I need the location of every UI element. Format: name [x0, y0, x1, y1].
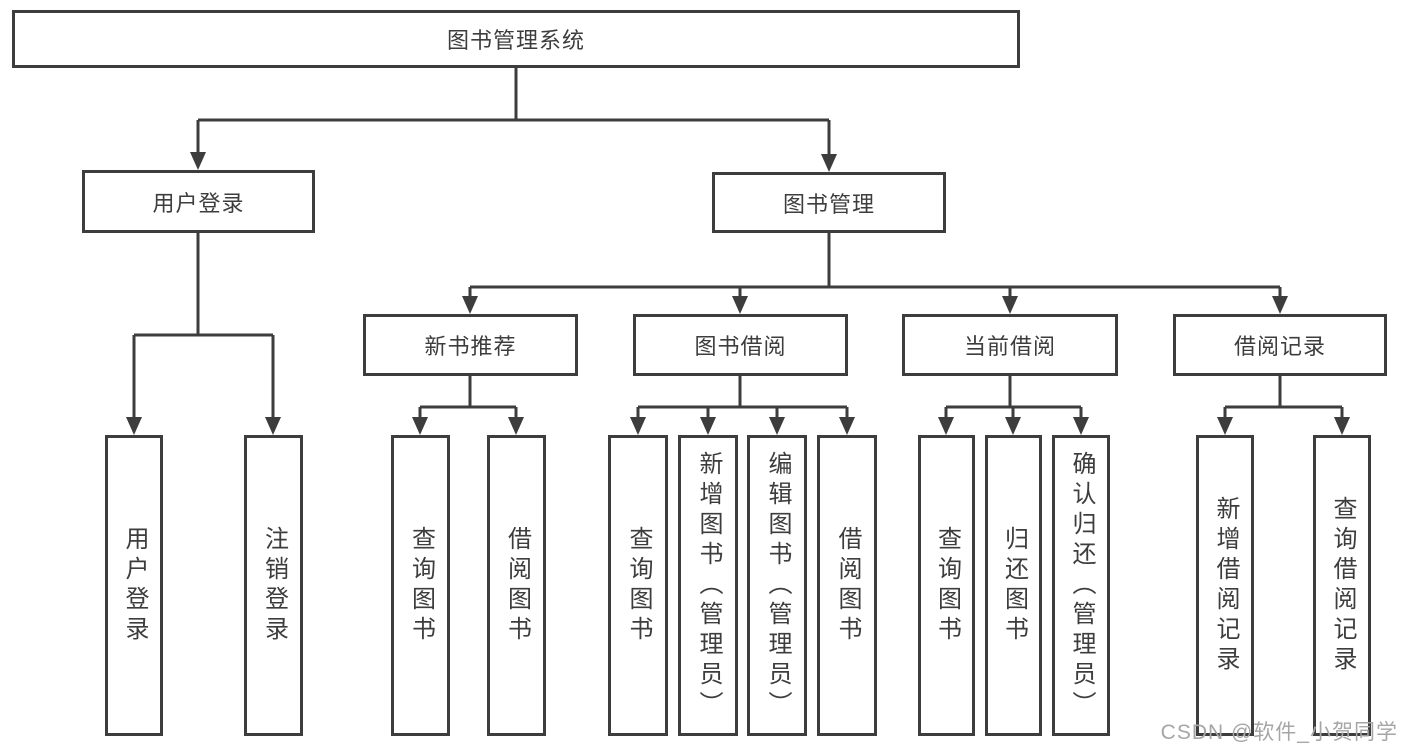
arrowhead-icon — [1073, 417, 1089, 435]
connector-borrow-records-to-features — [1217, 376, 1350, 435]
leaf-label: 查询图书 — [407, 525, 435, 646]
arrowhead-icon — [1272, 296, 1288, 314]
leaf-add-books-admin: 新增图书（管理员） — [678, 435, 738, 736]
arrowhead-icon — [839, 417, 855, 435]
connector-current-borrow-to-features — [938, 376, 1089, 435]
leaf-label: 查询借阅记录 — [1329, 495, 1356, 676]
leaf-query-books-recommend: 查询图书 — [391, 435, 450, 736]
arrowhead-icon — [1002, 296, 1018, 314]
arrowhead-icon — [821, 154, 837, 172]
arrowhead-icon — [265, 417, 281, 435]
leaf-query-books-current: 查询图书 — [918, 435, 975, 736]
arrowhead-icon — [126, 417, 142, 435]
arrowhead-icon — [938, 417, 954, 435]
node-user-login-module: 用户登录 — [82, 170, 315, 233]
node-current-borrow: 当前借阅 — [902, 314, 1118, 376]
connector-new-book-to-features — [412, 376, 524, 435]
arrowhead-icon — [1217, 417, 1233, 435]
leaf-add-borrow-record: 新增借阅记录 — [1196, 435, 1254, 736]
csdn-watermark: CSDN @软件_小贺同学 — [1160, 721, 1398, 744]
arrowhead-icon — [1334, 417, 1350, 435]
connector-user-login-to-features — [126, 233, 281, 435]
arrowhead-icon — [769, 417, 785, 435]
leaf-return-books: 归还图书 — [985, 435, 1042, 736]
leaf-user-login: 用户登录 — [105, 435, 163, 736]
leaf-edit-books-admin: 编辑图书（管理员） — [747, 435, 807, 736]
leaf-logout: 注销登录 — [244, 435, 303, 736]
leaf-label: 新增借阅记录 — [1212, 495, 1239, 676]
connector-book-borrow-to-features — [630, 376, 855, 435]
leaf-label: 借阅图书 — [834, 525, 861, 646]
leaf-label: 查询图书 — [625, 525, 652, 646]
leaf-query-borrow-record: 查询借阅记录 — [1313, 435, 1371, 736]
leaf-query-books-borrow: 查询图书 — [608, 435, 668, 736]
leaf-label: 借阅图书 — [503, 525, 531, 646]
connector-book-management-to-submodules — [462, 233, 1288, 314]
leaf-label: 新增图书（管理员） — [695, 450, 722, 721]
node-book-management-module: 图书管理 — [712, 172, 946, 233]
connector-root-to-modules — [190, 68, 837, 172]
arrowhead-icon — [630, 417, 646, 435]
leaf-label: 确认归还（管理员） — [1068, 450, 1095, 721]
node-book-borrow: 图书借阅 — [633, 314, 848, 376]
node-borrow-records: 借阅记录 — [1173, 314, 1387, 376]
leaf-label: 注销登录 — [260, 525, 288, 646]
arrowhead-icon — [732, 296, 748, 314]
arrowhead-icon — [508, 417, 524, 435]
node-system-title: 图书管理系统 — [12, 10, 1020, 68]
node-new-book-recommend: 新书推荐 — [363, 314, 578, 376]
leaf-label: 查询图书 — [933, 525, 961, 646]
leaf-confirm-return-admin: 确认归还（管理员） — [1052, 435, 1110, 736]
leaf-label: 归还图书 — [1000, 525, 1028, 646]
leaf-borrow-books-recommend: 借阅图书 — [487, 435, 546, 736]
arrowhead-icon — [1005, 417, 1021, 435]
arrowhead-icon — [190, 152, 206, 170]
arrowhead-icon — [700, 417, 716, 435]
leaf-borrow-books: 借阅图书 — [817, 435, 877, 736]
arrowhead-icon — [462, 296, 478, 314]
leaf-label: 用户登录 — [121, 525, 148, 646]
arrowhead-icon — [412, 417, 428, 435]
leaf-label: 编辑图书（管理员） — [764, 450, 791, 721]
